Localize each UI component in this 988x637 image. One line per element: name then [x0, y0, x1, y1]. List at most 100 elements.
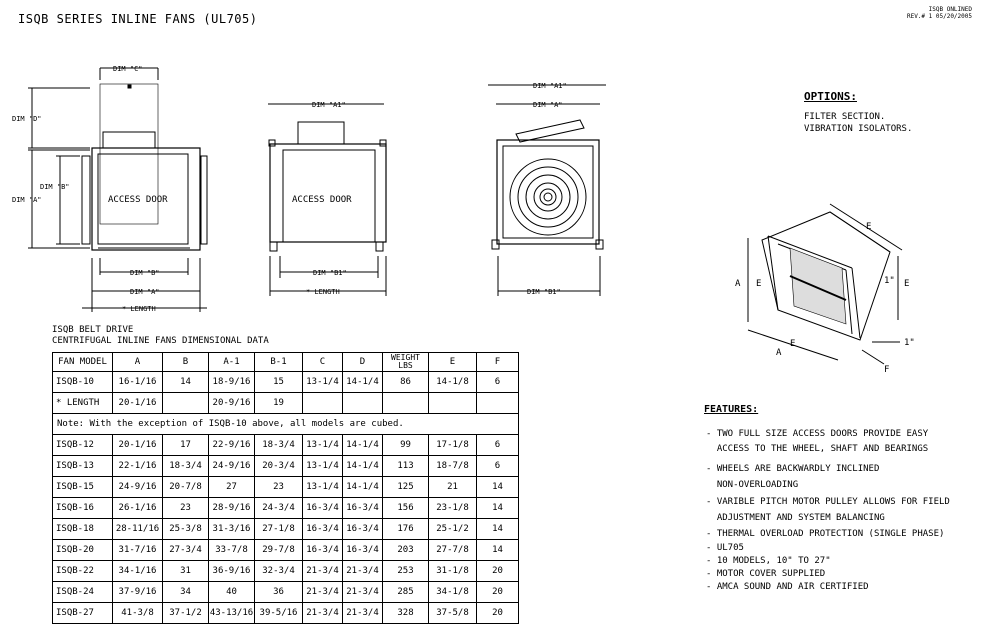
table-cell: 20-1/16 — [112, 434, 163, 456]
table-cell: 21-3/4 — [342, 581, 383, 603]
table-cell: 14-1/4 — [342, 476, 383, 498]
table-cell: 16-3/4 — [302, 518, 343, 540]
table-cell: 253 — [382, 560, 429, 582]
feature-item: - AMCA SOUND AND AIR CERTIFIED — [706, 582, 869, 592]
iso-one-inch-b-label: 1" — [904, 338, 915, 348]
table-cell: 23 — [254, 476, 303, 498]
table-cell: 86 — [382, 371, 429, 393]
table-cell: 14 — [476, 518, 519, 540]
table-cell: 13-1/4 — [302, 455, 343, 477]
feature-item: ACCESS TO THE WHEEL, SHAFT AND BEARINGS — [706, 444, 929, 454]
table-cell: 14 — [476, 476, 519, 498]
table-cell: 24-9/16 — [208, 455, 255, 477]
table-cell: ISQB-13 — [52, 455, 113, 477]
table-cell: ISQB-27 — [52, 602, 113, 624]
table-cell: 21-3/4 — [302, 560, 343, 582]
table-cell: ISQB-10 — [52, 371, 113, 393]
view-1-side-access: DIM "C" ACCESS DOOR DIM "D" DIM "B" DIM … — [12, 65, 208, 313]
table-cell: 20-9/16 — [208, 392, 255, 414]
table-cell: 14-1/4 — [342, 434, 383, 456]
table-cell: 16-1/16 — [112, 371, 163, 393]
table-cell: 14 — [162, 371, 209, 393]
table-cell: 16-3/4 — [302, 497, 343, 519]
table-cell: 18-9/16 — [208, 371, 255, 393]
table-cell: 27-1/8 — [254, 518, 303, 540]
view-4-isometric: A E E 1" E 1" A E F — [735, 203, 915, 375]
table-cell: 176 — [382, 518, 429, 540]
table-cell: 18-3/4 — [162, 455, 209, 477]
option-item: FILTER SECTION. — [804, 112, 886, 122]
feature-item: - MOTOR COVER SUPPLIED — [706, 569, 826, 579]
table-cell: 17-1/8 — [428, 434, 477, 456]
table-cell: 20 — [476, 602, 519, 624]
table-cell: 16-3/4 — [302, 539, 343, 561]
feature-item: - 10 MODELS, 10" TO 27" — [706, 556, 831, 566]
iso-e-right-label: E — [904, 279, 909, 289]
dim-d-label: DIM "D" — [12, 115, 42, 123]
table-cell: 20 — [476, 560, 519, 582]
table-cell: ISQB-18 — [52, 518, 113, 540]
dimensional-data-table: FAN MODEL A B A-1 B-1 C D WEIGHT LBS E F… — [52, 352, 519, 624]
table-cell: 37-1/2 — [162, 602, 209, 624]
table-cell — [302, 392, 343, 414]
table-cell: ISQB-22 — [52, 560, 113, 582]
header-cell: E — [428, 352, 477, 372]
table-cell: ISQB-15 — [52, 476, 113, 498]
features-heading: FEATURES: — [704, 404, 759, 415]
table-cell: 16-3/4 — [342, 497, 383, 519]
table-cell: 31 — [162, 560, 209, 582]
iso-a-label: A — [735, 279, 741, 289]
table-note-row: Note: With the exception of ISQB-10 abov… — [52, 413, 519, 435]
table-cell — [162, 392, 209, 414]
table-cell: 18-7/8 — [428, 455, 477, 477]
table-cell: ISQB-24 — [52, 581, 113, 603]
iso-e-label: E — [756, 279, 761, 289]
view-2-access-door: DIM "A1" ACCESS DOOR DIM "B1" * LENGTH — [268, 101, 387, 296]
table-cell: 41-3/8 — [112, 602, 163, 624]
table-cell: 26-1/16 — [112, 497, 163, 519]
header-cell: A — [112, 352, 163, 372]
table-cell: 99 — [382, 434, 429, 456]
table-cell: 6 — [476, 455, 519, 477]
table-cell: 31-3/16 — [208, 518, 255, 540]
table-cell — [342, 392, 383, 414]
table-cell: 29-7/8 — [254, 539, 303, 561]
table-cell: 23 — [162, 497, 209, 519]
table-cell: 113 — [382, 455, 429, 477]
table-cell: 40 — [208, 581, 255, 603]
table-row: * LENGTH 20-1/16 20-9/16 19 — [52, 392, 519, 414]
feature-item: - UL705 — [706, 543, 744, 553]
dim-b-side-label: DIM "B" — [40, 183, 70, 191]
table-cell: ISQB-16 — [52, 497, 113, 519]
length-label-2: * LENGTH — [306, 288, 340, 296]
table-cell: 34 — [162, 581, 209, 603]
table-cell: 21 — [428, 476, 477, 498]
iso-e-bottom-label: E — [790, 339, 795, 349]
table-cell: 21-3/4 — [302, 602, 343, 624]
table-cell: 20-1/16 — [112, 392, 163, 414]
table-cell: 20 — [476, 581, 519, 603]
table-cell: 31-1/8 — [428, 560, 477, 582]
table-cell: 24-9/16 — [112, 476, 163, 498]
table-cell: 14 — [476, 497, 519, 519]
table-cell: 36-9/16 — [208, 560, 255, 582]
option-item: VIBRATION ISOLATORS. — [804, 124, 913, 134]
table-cell: 203 — [382, 539, 429, 561]
table-cell: 6 — [476, 371, 519, 393]
header-cell: C — [302, 352, 343, 372]
table-cell: 25-3/8 — [162, 518, 209, 540]
header-cell: D — [342, 352, 383, 372]
table-cell: 28-11/16 — [112, 518, 163, 540]
feature-item: - TWO FULL SIZE ACCESS DOORS PROVIDE EAS… — [706, 429, 929, 439]
dim-a1-label-2: DIM "A1" — [312, 101, 346, 109]
dim-a-label-3: DIM "A" — [533, 101, 563, 109]
table-cell: 43-13/16 — [208, 602, 255, 624]
table-cell: 22-1/16 — [112, 455, 163, 477]
